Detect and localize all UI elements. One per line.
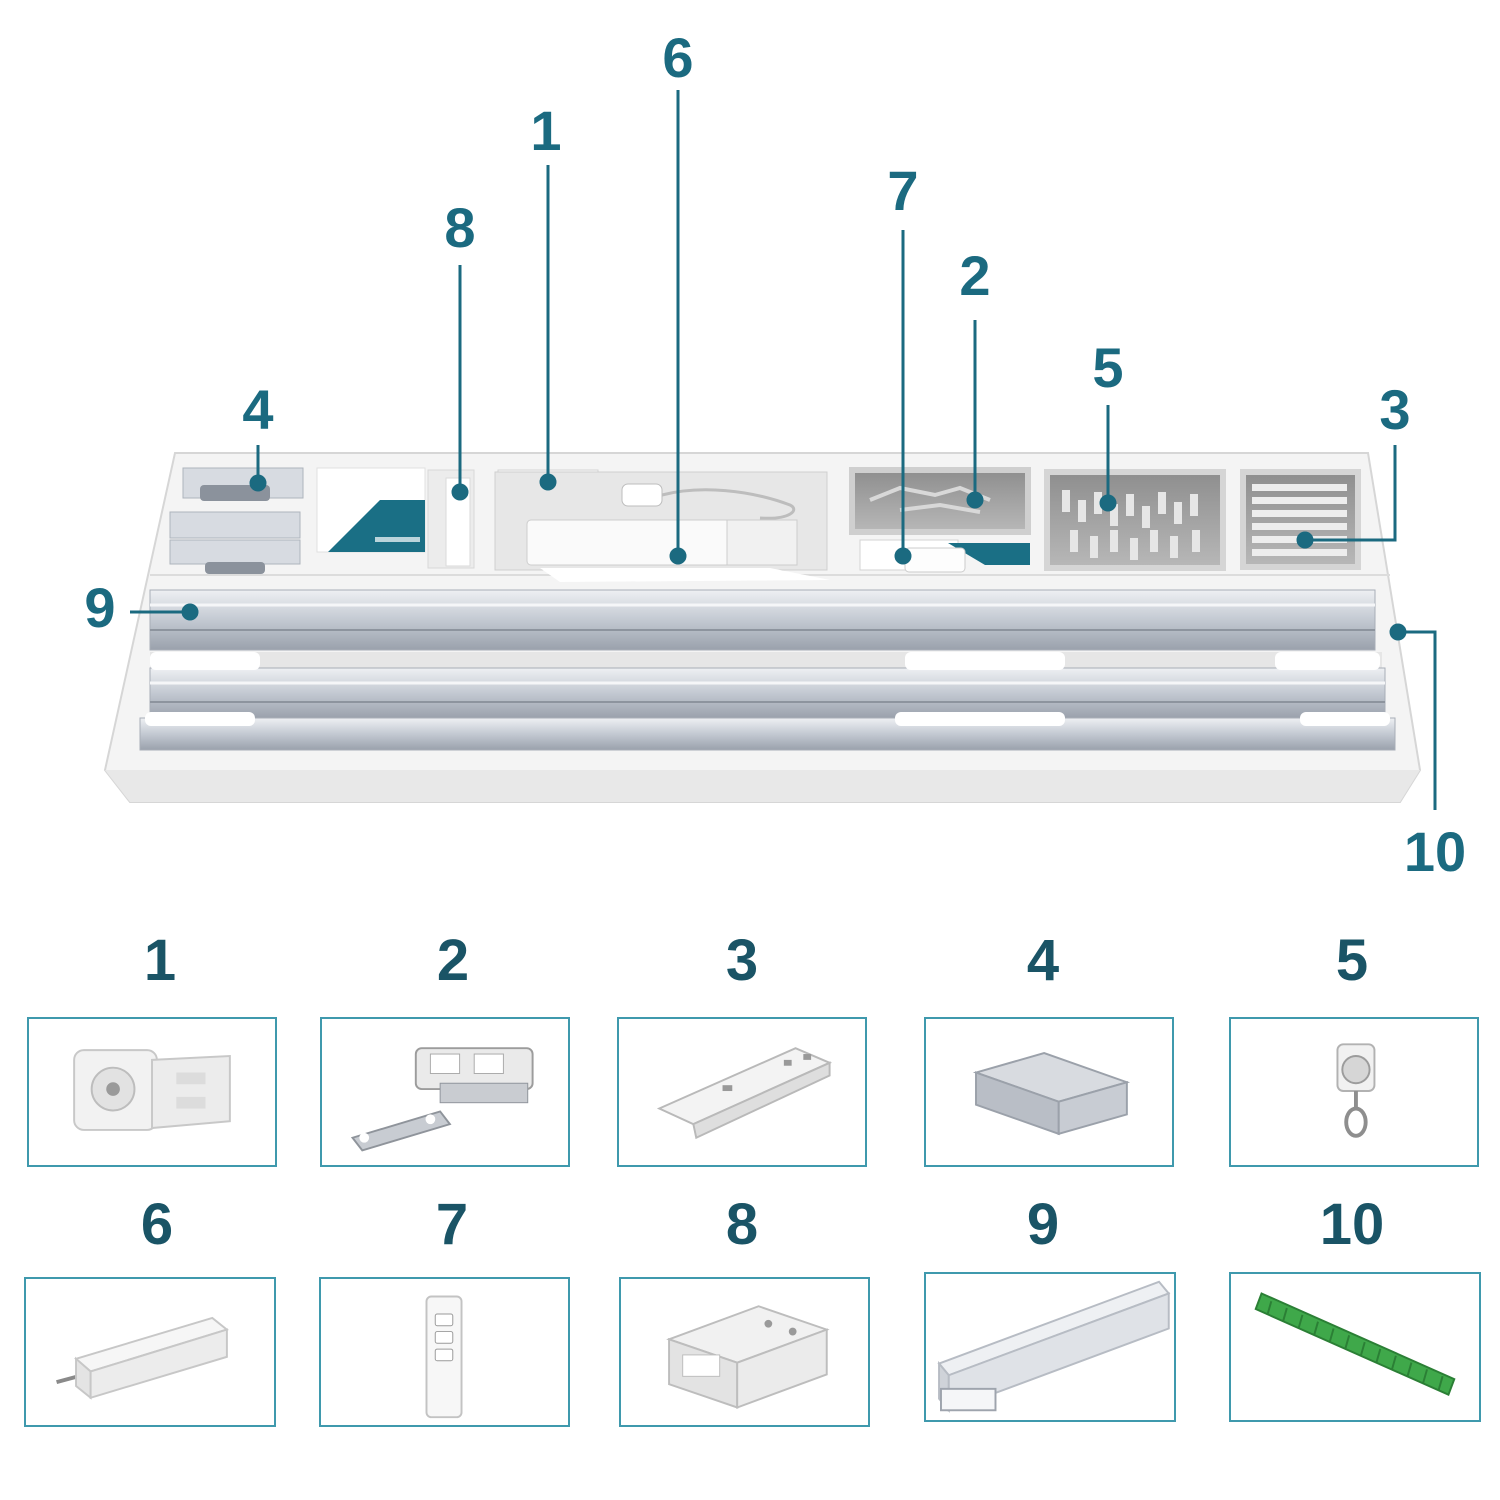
callout-dot-2 bbox=[966, 491, 984, 509]
track-connector-icon bbox=[972, 1052, 1131, 1136]
callout-dot-3 bbox=[1296, 531, 1314, 549]
kit-box-illustration bbox=[103, 90, 1437, 810]
callout-number-2: 2 bbox=[959, 244, 991, 307]
part-label-9: 9 bbox=[1026, 1192, 1060, 1257]
callout-dot-10 bbox=[1389, 623, 1407, 641]
callout-dot-8 bbox=[451, 483, 469, 501]
part-card-3 bbox=[617, 1017, 867, 1167]
callout-number-4: 4 bbox=[242, 378, 274, 441]
compartment-brackets bbox=[1240, 469, 1361, 570]
compartment-carriers bbox=[849, 467, 1031, 535]
part-label-2: 2 bbox=[436, 928, 470, 993]
part-card-7 bbox=[319, 1277, 570, 1427]
part-label-6: 6 bbox=[140, 1192, 174, 1257]
pulley-housing-icon bbox=[666, 1305, 830, 1409]
callout-number-1: 1 bbox=[530, 99, 562, 162]
part-card-4 bbox=[924, 1017, 1174, 1167]
aluminum-track-icon bbox=[937, 1280, 1171, 1413]
callout-number-10: 10 bbox=[1403, 820, 1467, 883]
callout-number-7: 7 bbox=[887, 159, 919, 222]
part-label-5: 5 bbox=[1335, 928, 1369, 993]
part-card-9 bbox=[924, 1272, 1176, 1422]
part-label-4: 4 bbox=[1026, 928, 1060, 993]
callout-dot-5 bbox=[1099, 494, 1117, 512]
part-label-7: 7 bbox=[435, 1192, 469, 1257]
callout-dot-6 bbox=[669, 547, 687, 565]
part-card-10 bbox=[1229, 1272, 1481, 1422]
part-label-10: 10 bbox=[1319, 1192, 1385, 1257]
kit-diagram: 6 1 7 8 2 5 3 4 9 10 bbox=[84, 26, 1467, 883]
motor-icon bbox=[56, 1316, 229, 1400]
glider-hook-icon bbox=[1336, 1043, 1376, 1138]
rails bbox=[139, 589, 1396, 751]
leader-lines bbox=[130, 90, 1437, 810]
callout-number-9: 9 bbox=[84, 576, 116, 639]
part-label-8: 8 bbox=[725, 1192, 759, 1257]
part-card-8 bbox=[619, 1277, 870, 1427]
belt-icon bbox=[1254, 1292, 1456, 1397]
manual-booklet bbox=[316, 467, 426, 553]
part-card-6 bbox=[24, 1277, 276, 1427]
part-label-3: 3 bbox=[725, 928, 759, 993]
callout-dot-4 bbox=[249, 474, 267, 492]
remote-control-icon bbox=[425, 1295, 463, 1419]
part-label-1: 1 bbox=[143, 928, 177, 993]
callout-dot-1 bbox=[539, 473, 557, 491]
end-cap-icon bbox=[73, 1049, 231, 1131]
callout-number-8: 8 bbox=[444, 196, 476, 259]
ceiling-bracket-icon bbox=[656, 1047, 833, 1140]
part-card-1 bbox=[27, 1017, 277, 1167]
compartment-gliders bbox=[1044, 469, 1226, 571]
callout-number-3: 3 bbox=[1379, 378, 1411, 441]
callout-number-6: 6 bbox=[662, 26, 694, 89]
compartment-connectors bbox=[169, 467, 304, 574]
master-carrier-icon bbox=[350, 1047, 534, 1152]
part-card-2 bbox=[320, 1017, 570, 1167]
callout-dot-7 bbox=[894, 547, 912, 565]
compartment-pulley bbox=[427, 469, 475, 569]
callout-number-5: 5 bbox=[1092, 336, 1124, 399]
callout-dot-9 bbox=[181, 603, 199, 621]
part-card-5 bbox=[1229, 1017, 1479, 1167]
